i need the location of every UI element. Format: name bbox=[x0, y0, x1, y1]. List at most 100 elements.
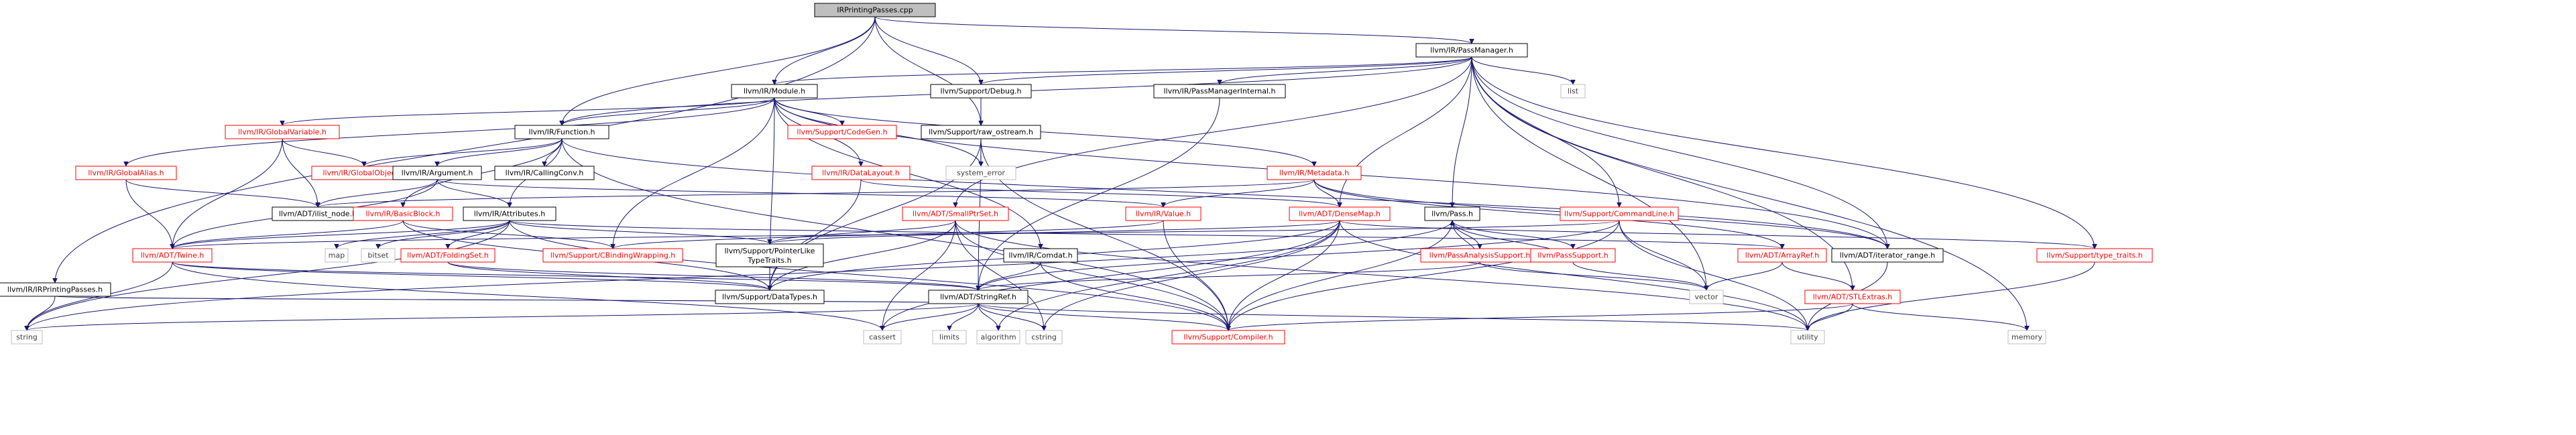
node-root[interactable]: IRPrintingPasses.cpp bbox=[814, 3, 936, 17]
node-rawostream[interactable]: llvm/Support/raw_ostream.h bbox=[921, 125, 1041, 139]
node-iteratorrange[interactable]: llvm/ADT/iterator_range.h bbox=[1831, 248, 1944, 263]
node-compiler[interactable]: llvm/Support/Compiler.h bbox=[1171, 330, 1285, 345]
edge-stringref-to-cstring bbox=[978, 303, 1044, 331]
edge-attributes-to-twine bbox=[172, 220, 510, 249]
node-stlextras[interactable]: llvm/ADT/STLExtras.h bbox=[1804, 290, 1901, 304]
node-typetraits[interactable]: llvm/Support/type_traits.h bbox=[2036, 248, 2153, 263]
edge-passmanager-to-memory bbox=[1471, 56, 2027, 330]
edge-pas-to-vector bbox=[1479, 261, 1706, 291]
node-globalobject[interactable]: llvm/IR/GlobalObject.h bbox=[311, 166, 417, 180]
edge-root-to-rawostream bbox=[874, 16, 981, 125]
edge-smallptrset-to-utility bbox=[955, 220, 1808, 330]
edge-attributes-to-arrayref bbox=[509, 220, 1782, 249]
node-value[interactable]: llvm/IR/Value.h bbox=[1125, 206, 1202, 221]
node-pass[interactable]: llvm/Pass.h bbox=[1424, 206, 1480, 221]
edge-module-to-globalvariable bbox=[282, 97, 775, 126]
node-module[interactable]: llvm/IR/Module.h bbox=[731, 84, 818, 99]
node-box-utility bbox=[1790, 330, 1825, 345]
node-passsupport[interactable]: llvm/PassSupport.h bbox=[1530, 248, 1616, 263]
edge-module-to-cbinding bbox=[613, 97, 775, 249]
node-arrayref[interactable]: llvm/ADT/ArrayRef.h bbox=[1737, 248, 1827, 263]
node-comdat[interactable]: llvm/IR/Comdat.h bbox=[1003, 248, 1078, 263]
node-datatypes[interactable]: llvm/Support/DataTypes.h bbox=[715, 290, 825, 304]
edge-irprinting-to-stringref bbox=[54, 296, 978, 304]
node-pmi[interactable]: llvm/IR/PassManagerInternal.h bbox=[1153, 84, 1286, 99]
node-box-twine bbox=[132, 248, 213, 263]
node-globalalias[interactable]: llvm/IR/GlobalAlias.h bbox=[75, 166, 177, 180]
edge-metadata-to-value bbox=[1163, 179, 1315, 208]
edge-foldingset-to-datatypes bbox=[447, 261, 770, 291]
node-box-commandline bbox=[1560, 206, 1679, 221]
edge-pmi-to-stringref bbox=[978, 97, 1220, 290]
node-box-compiler bbox=[1171, 330, 1285, 345]
node-pas[interactable]: llvm/PassAnalysisSupport.h bbox=[1420, 248, 1539, 263]
edge-comdat-to-compiler bbox=[1040, 261, 1228, 330]
edge-attributes-to-pointerlike bbox=[509, 220, 770, 245]
node-callingconv[interactable]: llvm/IR/CallingConv.h bbox=[494, 166, 595, 180]
node-label-commandline: llvm/Support/CommandLine.h bbox=[1564, 210, 1674, 219]
node-box-cassert bbox=[863, 330, 902, 345]
node-cbinding[interactable]: llvm/Support/CBindingWrapping.h bbox=[542, 248, 683, 263]
node-passmanager[interactable]: llvm/IR/PassManager.h bbox=[1415, 43, 1528, 58]
edge-globalvariable-to-ilistnode bbox=[282, 138, 318, 207]
node-function[interactable]: llvm/IR/Function.h bbox=[514, 125, 609, 139]
node-label-metadata: llvm/IR/Metadata.h bbox=[1279, 169, 1349, 178]
node-box-vector bbox=[1689, 290, 1724, 304]
node-stringref[interactable]: llvm/ADT/StringRef.h bbox=[928, 290, 1029, 304]
node-box-callingconv bbox=[494, 166, 595, 180]
edge-stringref-to-utility bbox=[978, 303, 1808, 331]
node-box-iteratorrange bbox=[1831, 248, 1944, 263]
edge-metadata-to-densemap bbox=[1313, 179, 1340, 208]
node-foldingset[interactable]: llvm/ADT/FoldingSet.h bbox=[400, 248, 495, 263]
node-commandline[interactable]: llvm/Support/CommandLine.h bbox=[1560, 206, 1679, 221]
edge-root-to-module bbox=[774, 16, 876, 84]
edge-commandline-to-compiler bbox=[1228, 220, 1620, 330]
node-label-pass: llvm/Pass.h bbox=[1431, 210, 1473, 219]
edge-function-to-callingconv bbox=[544, 138, 563, 167]
node-globalvariable[interactable]: llvm/IR/GlobalVariable.h bbox=[225, 125, 340, 139]
edge-stlextras-to-memory bbox=[1852, 303, 2027, 331]
node-label-bitset: bitset bbox=[367, 251, 389, 260]
edge-argument-to-ilistnode bbox=[318, 179, 438, 208]
node-label-list: list bbox=[1568, 87, 1579, 96]
node-codegen[interactable]: llvm/Support/CodeGen.h bbox=[787, 125, 897, 139]
node-box-stlextras bbox=[1804, 290, 1901, 304]
node-box-passsupport bbox=[1530, 248, 1616, 263]
edge-stringref-to-compiler bbox=[978, 303, 1228, 331]
edge-attributes-to-foldingset bbox=[448, 220, 510, 249]
node-attributes[interactable]: llvm/IR/Attributes.h bbox=[463, 206, 557, 221]
node-twine[interactable]: llvm/ADT/Twine.h bbox=[132, 248, 213, 263]
node-smallptrset[interactable]: llvm/ADT/SmallPtrSet.h bbox=[902, 206, 1009, 221]
edge-globalalias-to-twine bbox=[125, 179, 172, 249]
node-label-codegen: llvm/Support/CodeGen.h bbox=[797, 128, 887, 137]
edge-root-to-irprinting bbox=[55, 16, 876, 283]
node-metadata[interactable]: llvm/IR/Metadata.h bbox=[1267, 166, 1362, 180]
node-label-datatypes: llvm/Support/DataTypes.h bbox=[722, 293, 817, 302]
node-label-systemerror: system_error bbox=[957, 169, 1005, 178]
node-cstring: cstring bbox=[1025, 330, 1063, 345]
node-label-cstring: cstring bbox=[1031, 333, 1057, 342]
node-bitset: bitset bbox=[361, 248, 396, 263]
node-box-pass bbox=[1424, 206, 1480, 221]
edge-stringref-to-cassert bbox=[882, 303, 979, 331]
node-argument[interactable]: llvm/IR/Argument.h bbox=[392, 166, 482, 180]
node-densemap[interactable]: llvm/ADT/DenseMap.h bbox=[1289, 206, 1391, 221]
edge-comdat-to-stringref bbox=[978, 261, 1041, 291]
edge-densemap-to-typetraits bbox=[1339, 220, 2095, 249]
edge-passmanager-to-pmi bbox=[1220, 56, 1472, 85]
node-irprinting[interactable]: llvm/IR/IRPrintingPasses.h bbox=[0, 282, 111, 297]
node-map: map bbox=[325, 248, 349, 263]
edge-metadata-to-ilistnode bbox=[318, 179, 1315, 208]
node-label-argument: llvm/IR/Argument.h bbox=[402, 169, 473, 178]
node-ilistnode[interactable]: llvm/ADT/ilist_node.h bbox=[272, 206, 364, 221]
node-basicblock[interactable]: llvm/IR/BasicBlock.h bbox=[353, 206, 453, 221]
node-box-systemerror bbox=[945, 166, 1016, 180]
edges-layer bbox=[27, 16, 2095, 331]
edge-attributes-to-map bbox=[337, 220, 510, 249]
edge-commandline-to-stringref bbox=[978, 220, 1620, 291]
node-datalayout[interactable]: llvm/IR/DataLayout.h bbox=[811, 166, 911, 180]
node-debug[interactable]: llvm/Support/Debug.h bbox=[930, 84, 1032, 99]
edge-datalayout-to-densemap bbox=[860, 179, 1340, 208]
